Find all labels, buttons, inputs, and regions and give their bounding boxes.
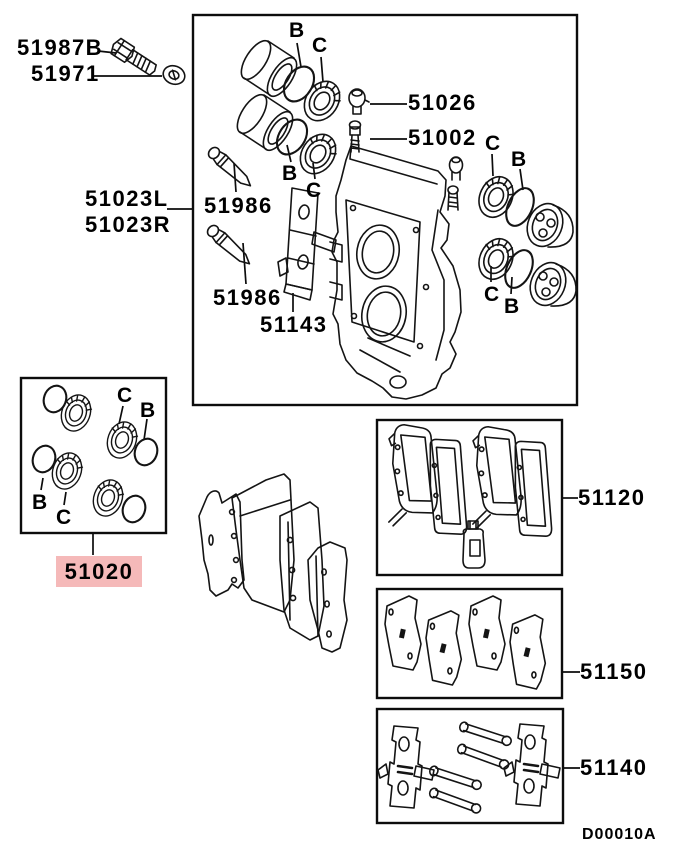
hardware-kit-contents-art (376, 720, 562, 816)
part-label-51986-lower[interactable]: 51986 (213, 285, 282, 310)
guide-pin-upper-art (205, 144, 256, 192)
caliper-assembly-box (191, 13, 579, 407)
callout-right-bottom-b: B (504, 295, 520, 318)
part-label-51987B[interactable]: 51987B (17, 35, 104, 60)
part-label-51023L[interactable]: 51023L (85, 186, 169, 211)
left-pistons-art (236, 39, 348, 182)
callout-left-top-c: C (312, 34, 328, 57)
installed-bleeder-art (447, 156, 464, 211)
callout-right-top-c: C (485, 132, 501, 155)
part-label-51026[interactable]: 51026 (408, 90, 477, 115)
part-label-51143[interactable]: 51143 (260, 312, 328, 337)
grease-tube-art (462, 520, 486, 569)
bleeder-cap-art (348, 88, 370, 115)
callout-left-top-b: B (289, 19, 305, 42)
part-label-51971[interactable]: 51971 (31, 61, 100, 86)
callout-sealkit-top-c: C (117, 384, 133, 407)
seal-kit-rings-art (31, 384, 159, 524)
callout-right-bottom-c: C (484, 283, 500, 306)
leader-lines (40, 42, 580, 769)
guide-pin-lower-art (204, 222, 255, 270)
callout-sealkit-bottom-c: C (56, 506, 72, 529)
callout-left-bottom-c: C (306, 179, 322, 202)
caliper-body-art (329, 145, 462, 400)
shim-kit-box (375, 587, 564, 700)
part-label-51020-highlighted[interactable]: 51020 (56, 556, 142, 587)
bleeder-screw-art (348, 120, 362, 153)
pad-kit-contents-art (381, 421, 553, 569)
diagram-code: D00010A (582, 826, 657, 843)
callout-right-top-b: B (511, 148, 527, 171)
callout-left-bottom-b: B (282, 162, 298, 185)
part-label-51986-upper[interactable]: 51986 (204, 193, 273, 218)
pad-clip-plate-art (277, 187, 337, 301)
part-label-51150[interactable]: 51150 (580, 659, 648, 684)
part-label-51120[interactable]: 51120 (578, 485, 646, 510)
hardware-kit-box (375, 707, 565, 825)
shim-kit-contents-art (384, 595, 548, 691)
part-label-51002[interactable]: 51002 (408, 125, 477, 150)
part-label-51023R[interactable]: 51023R (85, 212, 172, 237)
right-pistons-art (471, 170, 577, 307)
washer-art (162, 64, 186, 86)
part-label-51140[interactable]: 51140 (580, 755, 648, 780)
callout-sealkit-top-b: B (140, 399, 156, 422)
callout-sealkit-bottom-b: B (32, 491, 48, 514)
loose-pads-art (198, 473, 348, 653)
bolt-art (110, 37, 157, 76)
